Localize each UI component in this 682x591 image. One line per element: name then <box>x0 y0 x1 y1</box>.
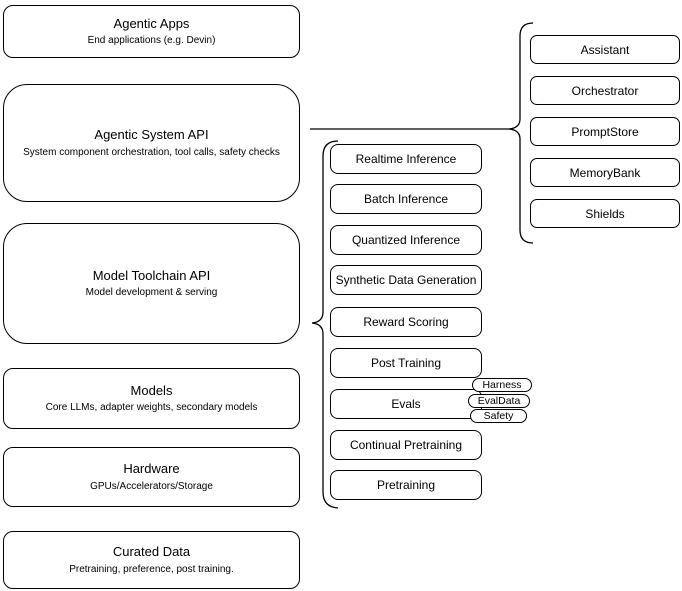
layer-subtitle: System component orchestration, tool cal… <box>23 146 280 158</box>
toolchain-component-post-training: Post Training <box>330 348 482 378</box>
layer-hardware: Hardware GPUs/Accelerators/Storage <box>3 447 300 507</box>
layer-subtitle: Pretraining, preference, post training. <box>69 563 234 575</box>
layer-subtitle: GPUs/Accelerators/Storage <box>90 480 213 492</box>
system-component-orchestrator: Orchestrator <box>530 76 680 105</box>
toolchain-component-reward-scoring: Reward Scoring <box>330 307 482 337</box>
layer-title: Models <box>130 382 173 398</box>
toolchain-component-pretraining: Pretraining <box>330 470 482 500</box>
layer-title: Hardware <box>123 461 180 477</box>
layer-model-toolchain-api: Model Toolchain API Model development & … <box>3 223 300 344</box>
eval-tag-harness: Harness <box>472 378 532 392</box>
toolchain-component-synthetic-data-generation: Synthetic Data Generation <box>330 265 482 295</box>
system-component-memorybank: MemoryBank <box>530 158 680 187</box>
system-component-shields: Shields <box>530 199 680 228</box>
layer-curated-data: Curated Data Pretraining, preference, po… <box>3 531 300 589</box>
layer-title: Curated Data <box>112 544 191 560</box>
system-component-assistant: Assistant <box>530 35 680 64</box>
toolchain-component-evals: Evals <box>330 389 482 419</box>
layer-subtitle: Core LLMs, adapter weights, secondary mo… <box>45 402 258 414</box>
eval-tag-evaldata: EvalData <box>468 394 530 408</box>
layer-title: Agentic Apps <box>113 15 190 31</box>
layer-subtitle: End applications (e.g. Devin) <box>87 35 216 47</box>
layer-subtitle: Model development & serving <box>85 287 218 299</box>
layer-title: Model Toolchain API <box>92 267 211 283</box>
eval-tag-safety: Safety <box>470 409 527 423</box>
layer-models: Models Core LLMs, adapter weights, secon… <box>3 368 300 429</box>
toolchain-component-realtime-inference: Realtime Inference <box>330 144 482 174</box>
layer-title: Agentic System API <box>94 127 209 143</box>
toolchain-component-continual-pretraining: Continual Pretraining <box>330 430 482 460</box>
layer-agentic-apps: Agentic Apps End applications (e.g. Devi… <box>3 5 300 58</box>
toolchain-component-quantized-inference: Quantized Inference <box>330 225 482 255</box>
layer-agentic-system-api: Agentic System API System component orch… <box>3 84 300 202</box>
system-component-promptstore: PromptStore <box>530 117 680 146</box>
toolchain-component-batch-inference: Batch Inference <box>330 184 482 214</box>
